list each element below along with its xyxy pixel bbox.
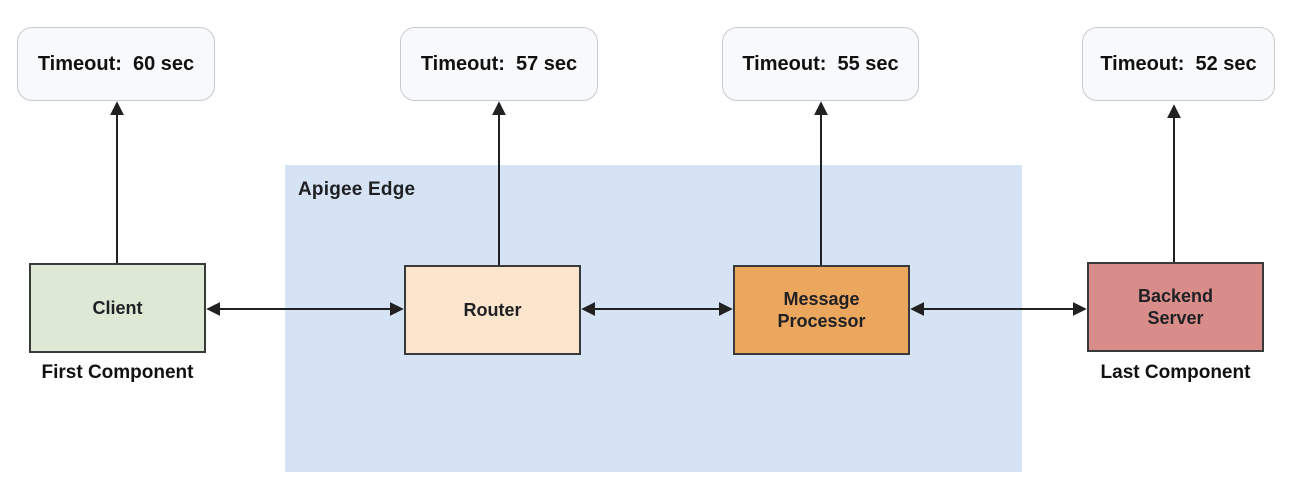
component-box-client: Client xyxy=(29,263,206,353)
timeout-box-message-processor: Timeout: 55 sec xyxy=(722,27,919,101)
timeout-label-router: Timeout: 57 sec xyxy=(420,52,578,75)
caption-first-component: First Component xyxy=(41,362,194,383)
component-label-backend-server: Backend Server xyxy=(1137,285,1214,329)
component-box-backend-server: Backend Server xyxy=(1087,262,1264,352)
component-label-client: Client xyxy=(92,297,143,318)
timeout-box-router: Timeout: 57 sec xyxy=(400,27,598,101)
timeout-label-message-processor: Timeout: 55 sec xyxy=(742,52,899,75)
timeout-label-backend-server: Timeout: 52 sec xyxy=(1100,52,1257,75)
apigee-edge-label: Apigee Edge xyxy=(298,179,416,200)
component-label-message-processor: Message Processor xyxy=(777,288,866,332)
apigee-edge-region: Apigee Edge xyxy=(285,165,1022,472)
caption-last-component: Last Component xyxy=(1100,362,1251,383)
component-box-router: Router xyxy=(404,265,581,355)
timeout-box-client: Timeout: 60 sec xyxy=(17,27,215,101)
timeout-label-client: Timeout: 60 sec xyxy=(37,52,195,75)
timeout-box-backend-server: Timeout: 52 sec xyxy=(1082,27,1275,101)
component-box-message-processor: Message Processor xyxy=(733,265,910,355)
component-label-router: Router xyxy=(463,299,522,320)
